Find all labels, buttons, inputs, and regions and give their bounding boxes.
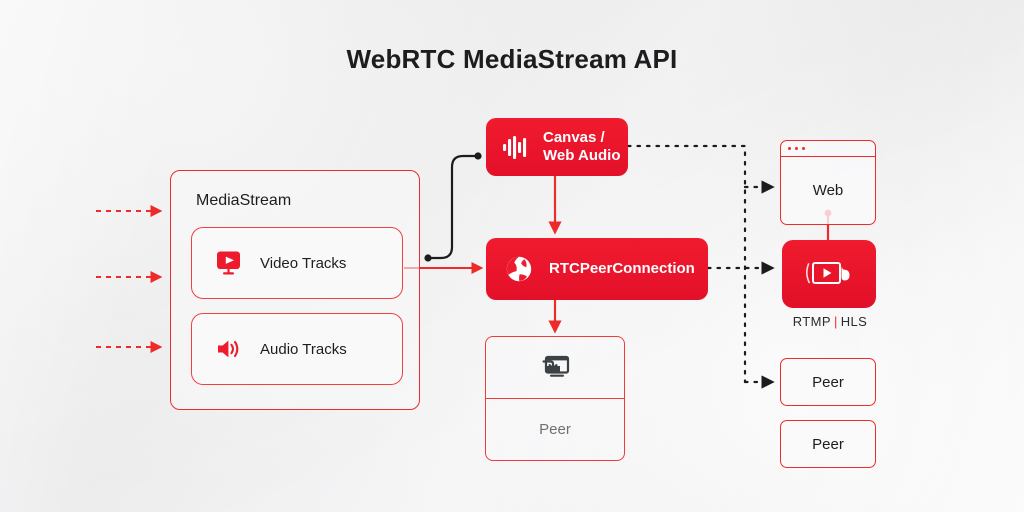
local-peer-label: Peer <box>539 421 571 438</box>
local-peer-card[interactable]: Peer <box>485 336 625 461</box>
stream-output-caption: RTMP|HLS <box>760 314 900 329</box>
browser-dot-2 <box>794 146 799 151</box>
video-player-icon <box>802 254 856 294</box>
local-peer-icon-row <box>486 337 624 399</box>
stream-protocol-separator: | <box>833 314 838 329</box>
canvas-label-line1: Canvas / <box>543 129 605 147</box>
stream-protocol-rtmp: RTMP <box>792 314 831 329</box>
peer-output-label-2: Peer <box>812 435 844 453</box>
stream-protocol-hls: HLS <box>840 314 868 329</box>
rtcpeerconnection-label: RTCPeerConnection <box>549 260 695 278</box>
canvas-label-line2: Web Audio <box>543 147 621 164</box>
page-title: WebRTC MediaStream API <box>346 44 678 74</box>
audio-waveform-icon <box>502 134 530 160</box>
peer-output-card-2[interactable]: Peer <box>780 420 876 468</box>
peer-output-card-1[interactable]: Peer <box>780 358 876 406</box>
video-tracks-item[interactable]: Video Tracks <box>191 227 403 299</box>
speaker-icon <box>214 334 244 364</box>
canvas-web-audio-node[interactable]: Canvas / Web Audio <box>486 118 628 176</box>
video-monitor-icon <box>214 248 244 278</box>
browser-dot-3 <box>801 146 806 151</box>
mediastream-label: MediaStream <box>196 192 292 209</box>
local-peer-label-row: Peer <box>486 399 624 460</box>
screen-share-icon <box>538 352 572 384</box>
video-tracks-label: Video Tracks <box>260 254 347 272</box>
stream-output-card[interactable] <box>782 240 876 308</box>
peer-output-label-1: Peer <box>812 373 844 391</box>
browser-dot-1 <box>788 146 792 151</box>
web-output-label: Web <box>812 182 844 199</box>
web-output-body: Web <box>781 157 875 224</box>
canvas-to-output-trunk <box>626 144 747 384</box>
rtcpeerconnection-node[interactable]: RTCPeerConnection <box>486 238 708 300</box>
browser-window-icon <box>781 141 875 157</box>
videotracks-to-canvas-wire <box>424 152 482 262</box>
audio-tracks-item[interactable]: Audio Tracks <box>191 313 403 385</box>
web-output-card[interactable]: Web <box>780 140 876 225</box>
audio-tracks-label: Audio Tracks <box>260 340 347 358</box>
globe-icon <box>504 254 534 284</box>
